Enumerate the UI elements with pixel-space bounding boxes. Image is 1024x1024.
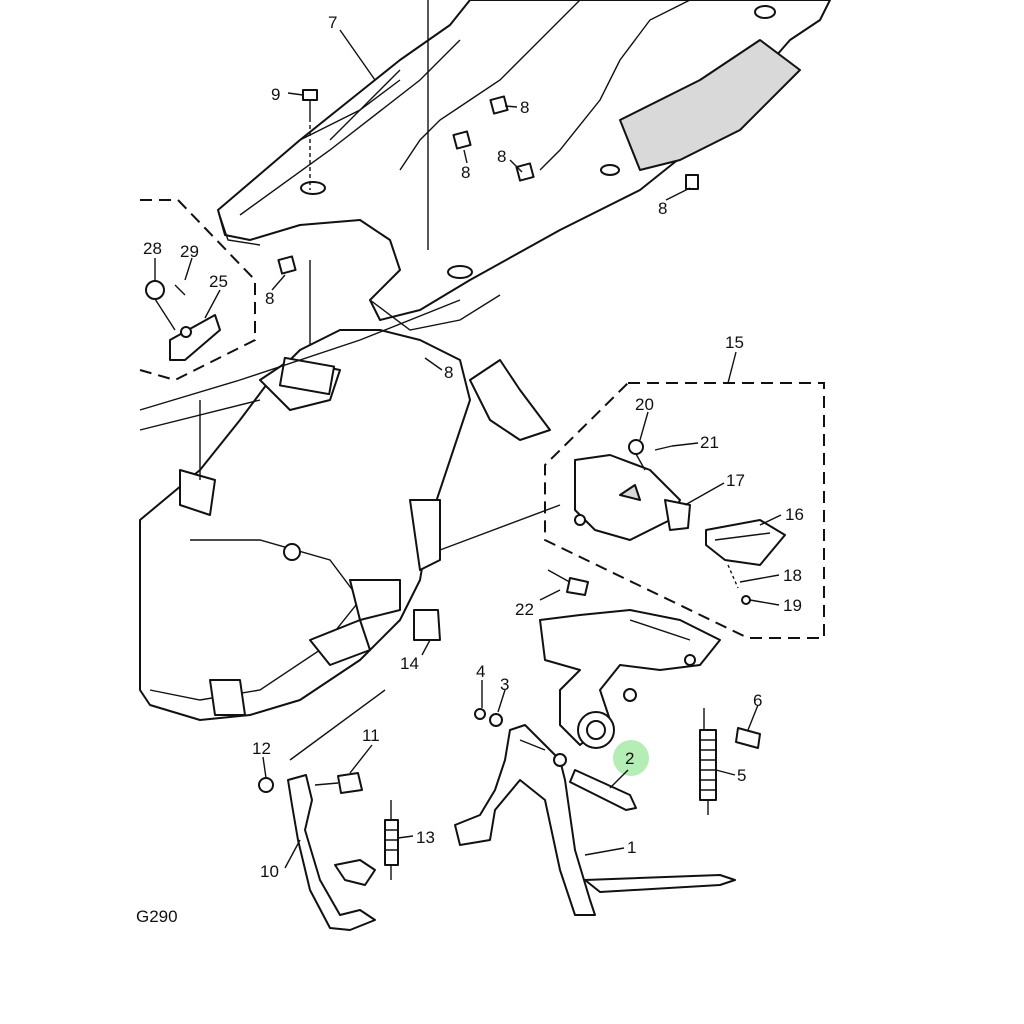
callout-29: 29 — [180, 242, 199, 261]
callout-15: 15 — [725, 333, 744, 352]
callout-22: 22 — [515, 600, 534, 619]
group-box-25 — [139, 199, 256, 480]
callout-11: 11 — [362, 726, 380, 745]
side-stand — [287, 689, 386, 931]
group-box-15 — [544, 382, 825, 639]
callout-8: 8 — [444, 363, 453, 382]
highlight-marker — [613, 740, 649, 776]
callout-3: 3 — [500, 675, 509, 694]
callout-28: 28 — [143, 239, 162, 258]
callout-8: 8 — [265, 289, 274, 308]
callout-7: 7 — [328, 13, 337, 32]
callout-9: 9 — [271, 85, 280, 104]
callout-21: 21 — [700, 433, 719, 452]
callout-8: 8 — [520, 98, 529, 117]
leader-lines — [154, 29, 782, 869]
frame — [139, 299, 561, 721]
bolt-22 — [547, 569, 589, 596]
callout-1: 1 — [627, 838, 636, 857]
main-stand — [454, 724, 736, 916]
spring-13 — [384, 800, 399, 880]
callout-5: 5 — [737, 766, 746, 785]
pin-2 — [569, 769, 637, 811]
callout-19: 19 — [783, 596, 802, 615]
washer-group — [474, 708, 503, 727]
callout-14: 14 — [400, 654, 419, 673]
callout-25: 25 — [209, 272, 228, 291]
bolt-6 — [735, 727, 761, 749]
callout-13: 13 — [416, 828, 435, 847]
nut-12 — [258, 777, 274, 793]
callout-17: 17 — [726, 471, 745, 490]
callout-10: 10 — [260, 862, 279, 881]
callout-8: 8 — [658, 199, 667, 218]
callout-8: 8 — [461, 163, 470, 182]
bolt-11 — [314, 772, 363, 794]
callout-labels: 7 9 8 8 8 8 8 8 28 29 25 15 20 21 17 16 … — [143, 13, 804, 881]
stand-bracket — [539, 609, 721, 749]
callout-8: 8 — [497, 147, 506, 166]
callout-2: 2 — [625, 749, 634, 768]
callout-4: 4 — [476, 662, 485, 681]
callout-12: 12 — [252, 739, 271, 758]
mount-14 — [413, 609, 441, 641]
callout-20: 20 — [635, 395, 654, 414]
callout-16: 16 — [785, 505, 804, 524]
diagram-code: G290 — [136, 907, 178, 926]
callout-18: 18 — [783, 566, 802, 585]
callout-6: 6 — [753, 691, 762, 710]
spring-5 — [699, 708, 717, 815]
